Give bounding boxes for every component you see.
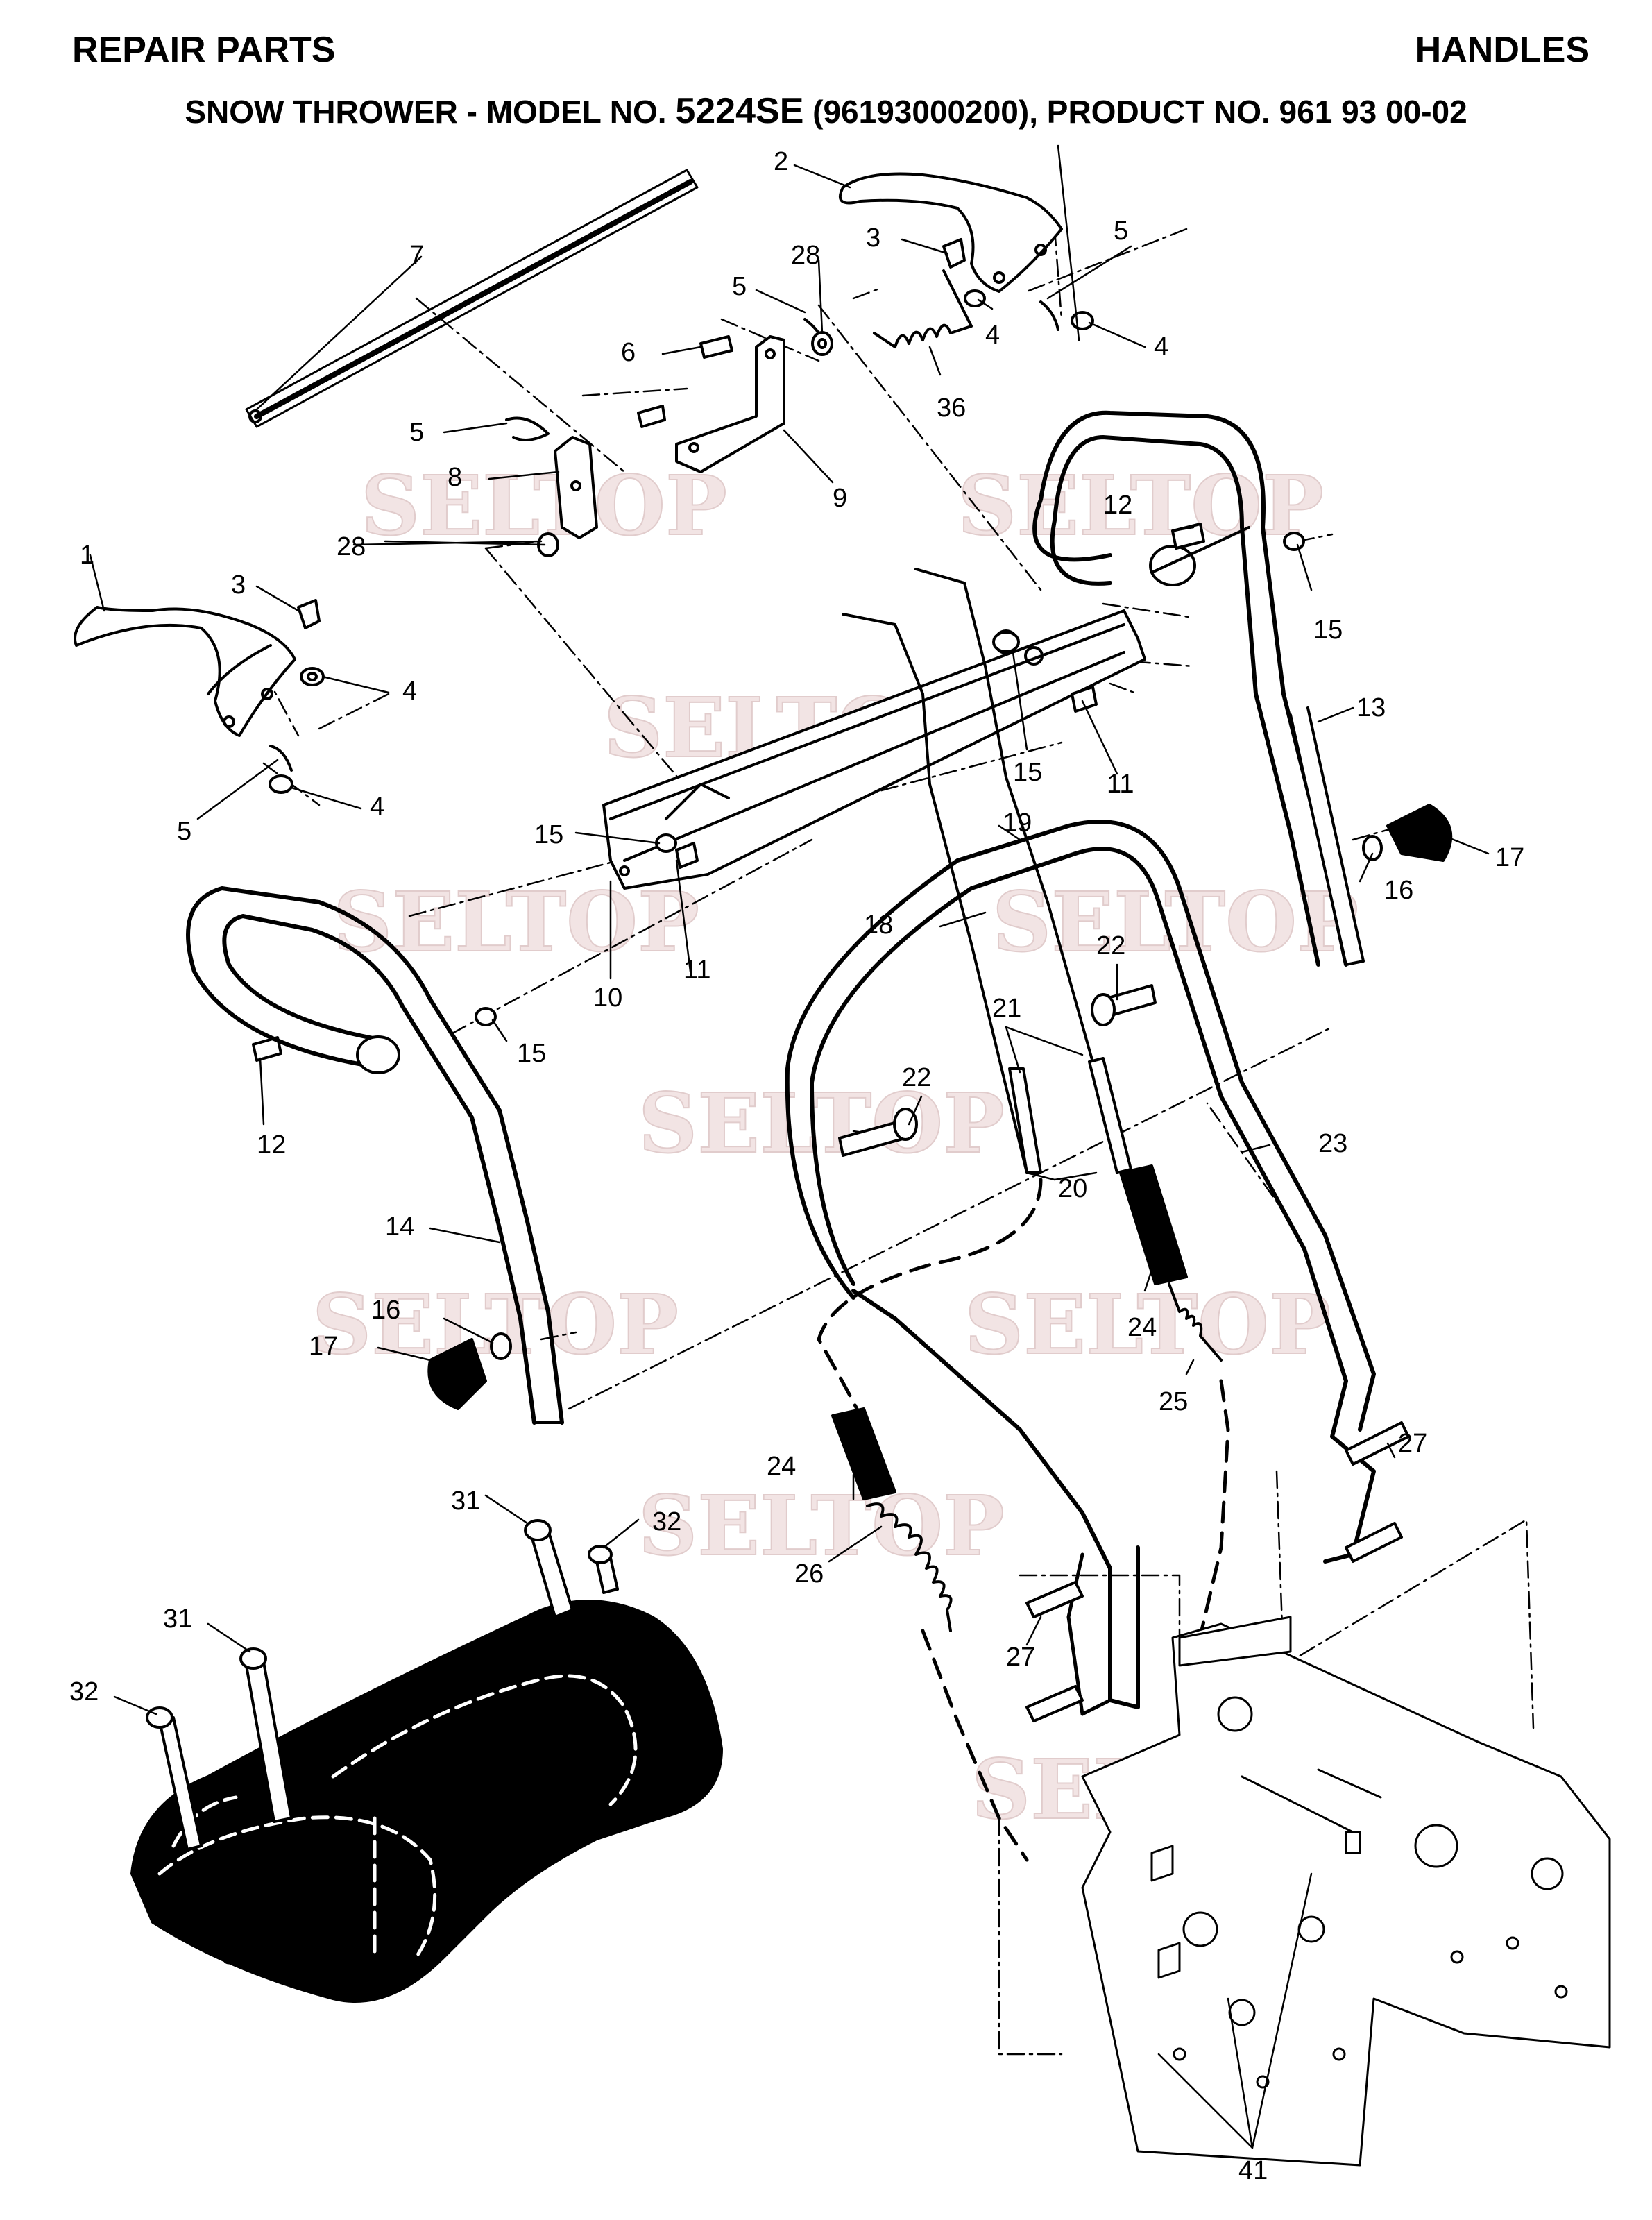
callout-28: 28 [337,532,366,561]
bracket-part-9 [675,335,785,473]
callout-15: 15 [534,820,563,849]
callout-24: 24 [767,1452,796,1481]
callout-2: 2 [774,147,788,176]
grip-part-24 [831,1164,1188,1500]
spring-part-25 [1168,1282,1223,1362]
leader-lines [89,144,1490,2149]
callout-25: 25 [1159,1387,1188,1416]
control-panel-part-10 [602,609,1146,890]
callout-24: 24 [1127,1313,1157,1342]
watermark: SELTOP [638,1075,1005,1171]
callout-5: 5 [409,418,424,447]
watermark: SELTOP [964,1276,1331,1373]
cable-paths [817,1178,1230,1862]
control-rod-part-18 [842,613,1028,1174]
callout-22: 22 [902,1063,931,1092]
bolt-part-6 [637,335,733,428]
upper-handle-part-13 [1032,410,1365,967]
bolt-part-31 [239,1519,574,1823]
subtitle-model: 5224SE [675,91,804,131]
rod-end-part-20 [1008,1057,1132,1174]
callout-16: 16 [1384,876,1413,905]
callout-11: 11 [683,956,710,985]
model-subtitle: SNOW THROWER - MODEL NO. 5224SE (9619300… [0,90,1652,132]
callout-5: 5 [177,817,191,846]
spring-part-26 [866,1502,953,1632]
callout-12: 12 [257,1130,286,1160]
callout-14: 14 [385,1212,414,1242]
callout-23: 23 [1318,1129,1347,1158]
callout-7: 7 [409,241,424,270]
watermark: SELTOP [333,874,699,970]
subtitle-suffix: (96193000200), PRODUCT NO. 961 93 00-02 [803,94,1467,130]
callout-10: 10 [593,983,622,1012]
auger-housing [1081,1616,1611,2167]
callout-28: 28 [791,241,820,270]
upper-handle-part-14 [186,886,564,1425]
watermark: SELTOP [957,457,1324,554]
callout-3: 3 [231,570,246,600]
handle-cover-part-2 [838,172,1063,293]
callout-41: 41 [1238,2156,1268,2185]
callout-6: 6 [621,338,636,367]
callout-5: 5 [1114,217,1128,246]
callout-36: 36 [937,393,966,423]
watermark: SELTOP [312,1276,679,1373]
alignment-lines [248,228,1403,1410]
callout-20: 20 [1058,1174,1087,1203]
subtitle-prefix: SNOW THROWER - MODEL NO. [185,94,676,130]
callout-1: 1 [80,541,94,570]
callout-16: 16 [371,1296,400,1325]
lower-handle-part-23 [785,820,1376,1716]
callout-13: 13 [1356,693,1386,722]
bolt-part-11 [675,686,1098,869]
callout-15: 15 [1013,758,1042,787]
callout-12: 12 [1103,491,1132,520]
callout-5: 5 [732,272,747,301]
callout-4: 4 [370,793,384,822]
shaft-part-7 [245,169,699,428]
washer-part-28 [537,331,833,557]
watermark: SELTOP [638,1477,1005,1574]
callout-30: 30 [222,1941,251,1970]
callout-22: 22 [1096,931,1125,960]
callout-9: 9 [833,484,847,513]
callout-27: 27 [1006,1643,1035,1672]
section-title: HANDLES [1415,30,1590,70]
page-title: REPAIR PARTS [72,30,336,70]
callout-4: 4 [1154,332,1168,362]
callout-32: 32 [652,1507,681,1536]
plate-part-8 [554,436,598,539]
callout-31: 31 [163,1604,192,1634]
callout-32: 32 [69,1677,99,1706]
callout-8: 8 [448,463,462,492]
callout-4: 4 [402,677,417,706]
knob-part-17 [427,804,1453,1410]
callout-31: 31 [451,1486,480,1516]
hairpin-part-5 [269,300,1059,772]
callout-19: 19 [1003,808,1032,838]
clip-part-3 [297,238,966,629]
callout-26: 26 [794,1559,824,1588]
callout-3: 3 [866,223,880,253]
control-rod-part-19 [914,568,1125,1174]
callout-11: 11 [1107,770,1134,799]
callout-17: 17 [309,1332,338,1361]
spring-part-36 [873,269,973,348]
washer-part-16 [490,835,1383,1360]
cover-part-30 [130,1600,723,2003]
callout-18: 18 [864,910,893,940]
bolt-part-22 [838,984,1157,1157]
callout-4: 4 [985,321,1000,350]
callout-21: 21 [992,994,1021,1023]
callout-27: 27 [1398,1429,1427,1458]
callout-15: 15 [517,1039,546,1068]
callout-17: 17 [1495,843,1524,872]
callout-labels: 1 2 3 3 4 4 4 4 5 5 5 5 6 7 8 9 10 11 11… [69,147,1524,2185]
bolt-part-27 [1025,1421,1410,1722]
handle-cover-part-1 [74,606,296,737]
callout-15: 15 [1313,616,1343,645]
